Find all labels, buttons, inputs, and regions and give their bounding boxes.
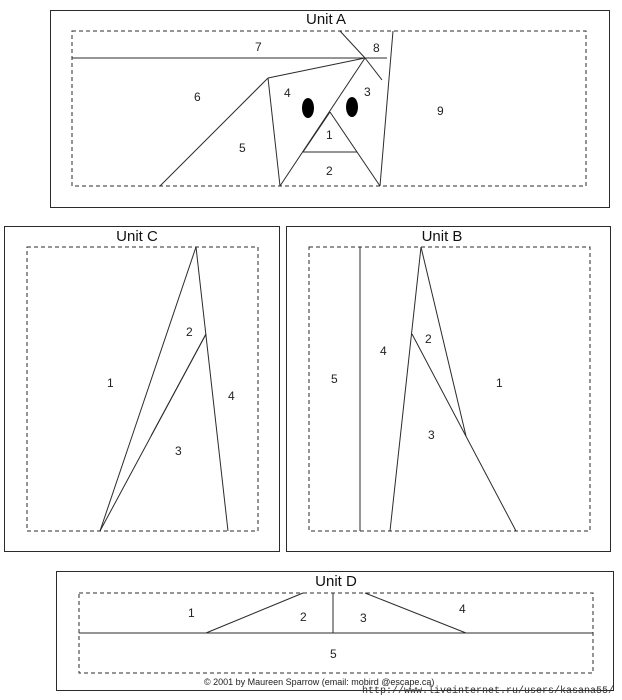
unit-b-frame <box>286 226 611 552</box>
unit-a-piece-4: 4 <box>284 86 291 100</box>
copyright-text: © 2001 by Maureen Sparrow (email: mobird… <box>204 677 435 687</box>
unit-a-piece-2: 2 <box>326 164 333 178</box>
unit-c-title: Unit C <box>114 228 160 245</box>
unit-d-piece-1: 1 <box>188 606 195 620</box>
unit-b-piece-3: 3 <box>428 428 435 442</box>
unit-c-piece-4: 4 <box>228 389 235 403</box>
unit-d-frame <box>56 571 614 691</box>
left-eye <box>302 98 314 118</box>
unit-c-piece-2: 2 <box>186 325 193 339</box>
unit-a-piece-9: 9 <box>437 104 444 118</box>
watermark-url: http://www.liveinternet.ru/users/kasana5… <box>362 686 615 697</box>
unit-a-piece-1: 1 <box>326 128 333 142</box>
unit-c-frame <box>4 226 280 552</box>
unit-c-piece-3: 3 <box>175 444 182 458</box>
unit-b-title: Unit B <box>419 228 465 245</box>
unit-a-piece-3: 3 <box>364 85 371 99</box>
unit-c-piece-1: 1 <box>107 376 114 390</box>
unit-d-piece-5: 5 <box>330 647 337 661</box>
unit-a-piece-7: 7 <box>255 40 262 54</box>
unit-b-piece-5: 5 <box>331 372 338 386</box>
unit-a-piece-6: 6 <box>194 90 201 104</box>
unit-d-piece-2: 2 <box>300 610 307 624</box>
unit-a-seam-border <box>71 30 587 187</box>
unit-a-piece-8: 8 <box>373 41 380 55</box>
unit-a-piece-5: 5 <box>239 141 246 155</box>
unit-b-seam-border <box>308 246 591 532</box>
unit-b-piece-2: 2 <box>425 332 432 346</box>
unit-b-piece-4: 4 <box>380 344 387 358</box>
unit-c-seam-border <box>26 246 259 532</box>
unit-a-title: Unit A <box>303 11 349 28</box>
unit-d-piece-3: 3 <box>360 611 367 625</box>
unit-d-piece-4: 4 <box>459 602 466 616</box>
right-eye <box>346 97 358 117</box>
unit-a-frame <box>50 10 610 208</box>
unit-d-title: Unit D <box>313 573 359 590</box>
unit-b-piece-1: 1 <box>496 376 503 390</box>
